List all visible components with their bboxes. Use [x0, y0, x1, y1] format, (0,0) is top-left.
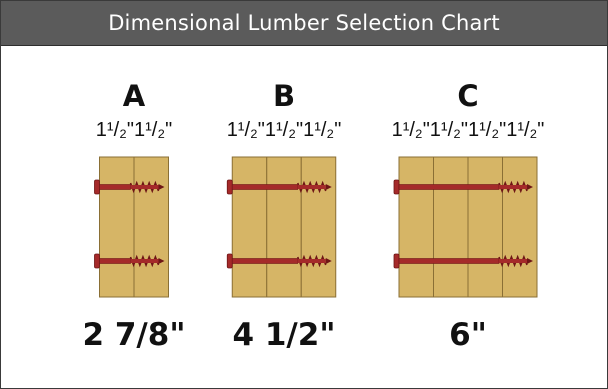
board-thickness-label: 1¹/₂": [134, 119, 173, 141]
screw-head: [94, 179, 100, 195]
screw-core: [499, 259, 527, 263]
screw-shank: [99, 184, 131, 190]
screw: [226, 253, 332, 269]
option-c: C 1¹/₂"1¹/₂"1¹/₂"1¹/₂" 6": [368, 45, 568, 388]
board-thickness-labels: 1¹/₂"1¹/₂"1¹/₂": [184, 119, 384, 142]
lumber-board: [133, 156, 169, 298]
screw-core: [297, 259, 326, 263]
board-thickness-label: 1¹/₂": [468, 119, 507, 141]
lumber-board: [502, 156, 538, 298]
screw: [94, 179, 165, 195]
screw-length-label: 4 1/2": [232, 317, 336, 353]
board-thickness-label: 1¹/₂": [391, 119, 430, 141]
screw-head: [226, 253, 233, 269]
screw: [94, 253, 165, 269]
screw-head: [393, 253, 400, 269]
lumber-board: [231, 156, 268, 298]
screw-head: [393, 179, 400, 195]
screw-shank: [99, 258, 131, 264]
option-letter: A: [122, 79, 146, 113]
lumber-board: [433, 156, 469, 298]
option-a: A 1¹/₂"1¹/₂" 2 7/8": [34, 45, 234, 388]
lumber-stack-diagram: [393, 156, 538, 298]
board-thickness-label: 1¹/₂": [429, 119, 468, 141]
chart-header: Dimensional Lumber Selection Chart: [1, 1, 607, 46]
lumber-board: [99, 156, 135, 298]
screw: [393, 179, 533, 195]
lumber-stack-diagram: [94, 156, 169, 298]
lumber-board: [300, 156, 337, 298]
screw-core: [130, 185, 159, 189]
screw-length-label: 2 7/8": [82, 317, 186, 353]
screw-tip: [158, 258, 165, 264]
screw: [226, 179, 332, 195]
screw-tip: [325, 184, 332, 190]
option-letter: B: [272, 79, 296, 113]
lumber-board: [398, 156, 434, 298]
screw-core: [297, 185, 326, 189]
screw-tip: [325, 258, 332, 264]
board-thickness-label: 1¹/₂": [95, 119, 134, 141]
option-b: B 1¹/₂"1¹/₂"1¹/₂" 4 1/2": [184, 45, 384, 388]
board-thickness-labels: 1¹/₂"1¹/₂"1¹/₂"1¹/₂": [368, 119, 568, 142]
board-thickness-label: 1¹/₂": [303, 119, 342, 141]
screw-shank: [231, 258, 299, 264]
lumber-board: [467, 156, 503, 298]
lumber-board: [266, 156, 302, 298]
screw: [393, 253, 533, 269]
screw-tip: [158, 184, 165, 190]
lumber-stack-diagram: [226, 156, 337, 298]
screw-head: [226, 179, 233, 195]
board-thickness-label: 1¹/₂": [226, 119, 265, 141]
board-thickness-labels: 1¹/₂"1¹/₂": [34, 119, 234, 142]
screw-shank: [398, 258, 500, 264]
screw-tip: [527, 184, 533, 190]
screw-tip: [527, 258, 533, 264]
screw-core: [130, 259, 159, 263]
screw-shank: [398, 184, 500, 190]
option-letter: C: [457, 79, 479, 113]
screw-length-label: 6": [449, 317, 487, 353]
board-thickness-label: 1¹/₂": [264, 119, 304, 141]
board-thickness-label: 1¹/₂": [506, 119, 545, 141]
screw-core: [499, 185, 527, 189]
screw-head: [94, 253, 100, 269]
screw-shank: [231, 184, 299, 190]
chart-title: Dimensional Lumber Selection Chart: [108, 11, 500, 35]
